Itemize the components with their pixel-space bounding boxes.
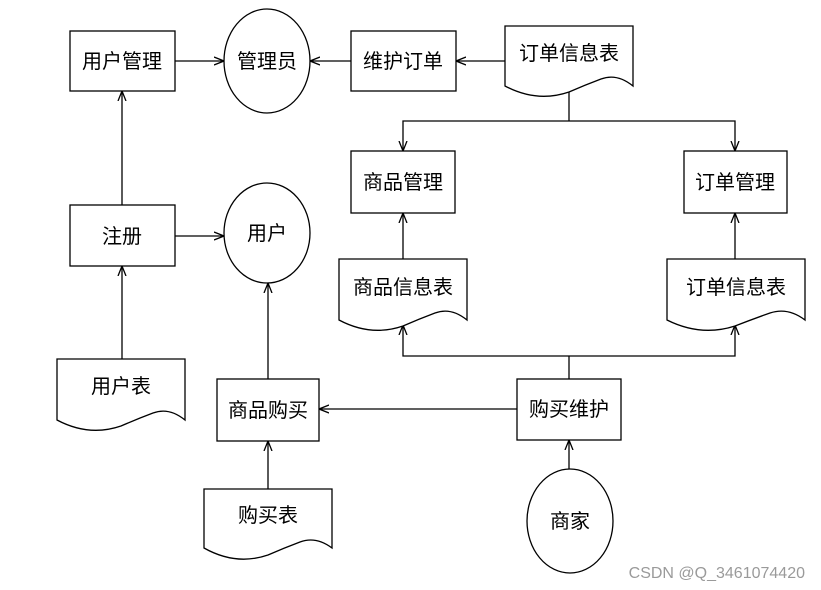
node-maintain-orders-label: 维护订单	[363, 49, 443, 73]
node-order-info-table-top-label: 订单信息表	[519, 41, 619, 65]
connectors	[122, 61, 735, 489]
node-order-info-table-right: 订单信息表	[666, 258, 806, 331]
node-purchase-maintenance-label: 购买维护	[529, 397, 609, 421]
node-order-info-table-top: 订单信息表	[504, 25, 634, 97]
node-product-info-table-label: 商品信息表	[353, 275, 453, 299]
edge-purchase-maintenance-to-product-table	[403, 325, 569, 357]
node-user: 用户	[223, 182, 311, 284]
node-merchant: 商家	[526, 468, 614, 574]
node-order-management-label: 订单管理	[695, 170, 775, 194]
node-administrator: 管理员	[223, 8, 311, 114]
node-register: 注册	[69, 204, 176, 267]
node-purchase-maintenance: 购买维护	[516, 378, 622, 441]
node-product-management: 商品管理	[350, 150, 456, 214]
node-product-management-label: 商品管理	[363, 170, 443, 194]
node-product-info-table: 商品信息表	[338, 258, 468, 331]
node-product-purchase-label: 商品购买	[228, 398, 308, 422]
node-order-management: 订单管理	[683, 150, 788, 214]
node-purchase-table: 购买表	[203, 488, 333, 560]
node-user-management-label: 用户管理	[82, 49, 162, 73]
edge-order-table-top-to-product-management	[403, 120, 569, 151]
edge-order-table-top-to-order-management	[569, 120, 735, 151]
csdn-watermark: CSDN @Q_3461074420	[629, 565, 805, 582]
node-register-label: 注册	[102, 224, 142, 248]
node-user-table-label: 用户表	[91, 374, 151, 398]
node-administrator-label: 管理员	[237, 49, 297, 73]
node-product-purchase: 商品购买	[216, 378, 320, 442]
node-user-label: 用户	[247, 221, 287, 245]
node-maintain-orders: 维护订单	[350, 30, 457, 92]
node-merchant-label: 商家	[550, 509, 590, 533]
node-user-management: 用户管理	[69, 30, 176, 92]
edge-purchase-maintenance-to-order-table-right	[569, 325, 735, 357]
node-purchase-table-label: 购买表	[238, 503, 298, 527]
node-user-table: 用户表	[56, 358, 186, 431]
node-order-info-table-right-label: 订单信息表	[686, 275, 786, 299]
